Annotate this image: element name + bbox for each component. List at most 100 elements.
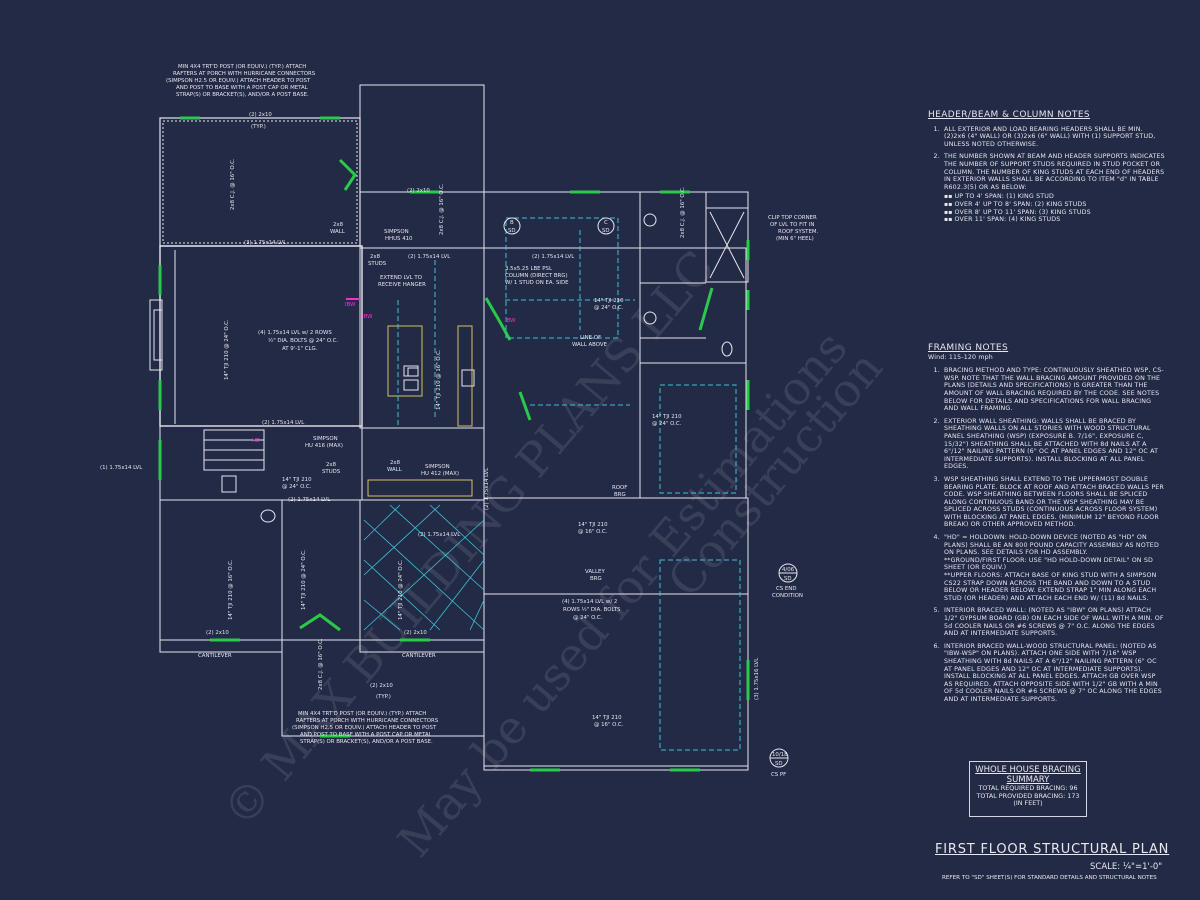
clip-note-3: ROOF SYSTEM.: [778, 229, 819, 235]
tji-vert-5: 14" TJI 210 @ 24" O.C.: [301, 549, 307, 610]
wall-2x8-a-2: WALL: [330, 229, 345, 235]
framing-notes-title: FRAMING NOTES: [928, 343, 1009, 353]
clip-note-2: OF LVL TO FIT IN: [770, 222, 814, 228]
porch-note-bottom: MIN 4X4 TRT'D POST (OR EQUIV.) (TYP.) AT…: [292, 711, 439, 745]
beam-2lvl-b: (2) 1.75x14 LVL: [532, 254, 574, 260]
tji-vert-1: 14" TJI 210 @ 24" O.C.: [224, 319, 230, 380]
king-stud-1: UP TO 4' SPAN: (1) KING STUD: [942, 193, 1166, 201]
marker-c-2: SD: [602, 228, 610, 234]
bracing-summary-title: WHOLE HOUSE BRACING SUMMARY: [975, 765, 1081, 785]
porch-note-top-5: STRAP(S) OR BRACKET(S), AND/OR A POST BA…: [176, 92, 309, 98]
bracing-required: TOTAL REQUIRED BRACING: 96: [978, 784, 1078, 792]
cj-1: 2x8 C.J. @ 16" O.C.: [230, 158, 236, 210]
beam-4lvl-a-2: ½" DIA. BOLTS @ 24" O.C.: [268, 337, 338, 344]
king-stud-2: OVER 4' UP TO 8' SPAN: (2) KING STUDS: [942, 201, 1166, 209]
sd-end-3: CS END: [776, 586, 797, 592]
tji-b-2: @ 24" O.C.: [652, 421, 682, 427]
sd-end-1: 4/06: [782, 567, 795, 573]
porch-note-top-1: MIN 4X4 TRT'D POST (OR EQUIV.) (TYP.) AT…: [178, 64, 306, 70]
sd-end-4: CONDITION: [772, 593, 803, 599]
beam-3lvl: (3) 1.75x14 LVL: [244, 240, 286, 246]
psl-3: W/ 1 STUD ON EA. SIDE: [505, 280, 569, 286]
cantilever-b: CANTILEVER: [402, 653, 436, 659]
beam-4lvl-b-3: @ 24" O.C.: [573, 615, 603, 621]
simpson-hu416-2: HU 416 (MAX): [305, 443, 343, 449]
roof-brg-1: ROOF: [612, 485, 627, 491]
clip-note-4: (MIN 6" HEEL): [776, 236, 814, 242]
line-wall-2: WALL ABOVE: [572, 342, 608, 348]
extend-lvl-2: RECEIVE HANGER: [378, 282, 426, 288]
typ-label-bottom: (TYP.): [376, 694, 391, 700]
tji-e-2: @ 24" O.C.: [282, 484, 312, 490]
bracing-units: (IN FEET): [1013, 799, 1043, 808]
simpson-hu412-1: SIMPSON: [425, 464, 450, 470]
header-2x10-c: (2) 2x10: [404, 630, 427, 636]
ibw-marks: IBW IBW HD IBW: [252, 298, 516, 444]
framing-note-6: INTERIOR BRACED WALL-WOOD STRUCTURAL PAN…: [942, 643, 1166, 704]
king-stud-3: OVER 8' UP TO 11' SPAN: (3) KING STUDS: [942, 209, 1166, 217]
walls: [149, 84, 749, 771]
cantilever-a: CANTILEVER: [198, 653, 232, 659]
header-2x10-b: (2) 2x10: [407, 188, 430, 194]
tji-vert-4: 14" TJI 210 @ 24" O.C.: [398, 559, 404, 620]
psl-2: COLUMN (DIRECT BRG): [505, 273, 568, 279]
roof-brg-2: BRG: [614, 492, 626, 498]
beam-2lvl-d: (2) 1.75x14 LVL: [288, 497, 330, 503]
tji-c-2: @ 16" O.C.: [578, 529, 608, 535]
porch-note-top: MIN 4X4 TRT'D POST (OR EQUIV.) (TYP.) AT…: [166, 64, 316, 98]
marker-c-1: C: [604, 220, 608, 226]
porch-note-bottom-5: STRAP(S) OR BRACKET(S), AND/OR A POST BA…: [300, 739, 433, 745]
marker-b-1: B: [510, 220, 514, 226]
beam-2lvl-vert: (2) 1.75x14 LVL: [484, 468, 490, 510]
studs-b-1: 2x8: [326, 462, 337, 468]
sd-pf-2: SD: [775, 761, 783, 767]
cj-3: 2x8 C.J. @ 16" O.C.: [680, 186, 686, 238]
valley-brg-2: BRG: [590, 576, 602, 582]
cross-bracing: [363, 504, 485, 631]
studs-a-2: STUDS: [368, 261, 387, 267]
simpson-hu416-1: SIMPSON: [313, 436, 338, 442]
wall-2x8-b-1: 2x8: [390, 460, 401, 466]
ibw-label-b: IBW: [505, 318, 516, 324]
beam-3lvl-right: (3) 1.75x16 LVL: [754, 658, 760, 700]
sd-pf-1: 10/18: [772, 752, 788, 758]
header-note-2: THE NUMBER SHOWN AT BEAM AND HEADER SUPP…: [942, 153, 1166, 223]
framing-note-4: "HD" = HOLDOWN: HOLD-DOWN DEVICE (NOTED …: [942, 534, 1166, 602]
wall-2x8-b-2: WALL: [387, 467, 402, 473]
framing-note-2: EXTERIOR WALL SHEATHING: WALLS SHALL BE …: [942, 418, 1166, 471]
framing-note-3: WSP SHEATHING SHALL EXTEND TO THE UPPERM…: [942, 476, 1166, 529]
extend-lvl-1: EXTEND LVL TO: [380, 275, 422, 281]
tji-a-1: 14" TJI 210: [594, 298, 624, 304]
plan-labels: MIN 4X4 TRT'D POST (OR EQUIV.) (TYP.) AT…: [100, 64, 819, 778]
section-marker-end: 4/06 SD CS END CONDITION: [772, 563, 803, 599]
psl-1: 3.5x5.25 LBE PSL: [505, 266, 552, 272]
porch-note-top-2: RAFTERS AT PORCH WITH HURRICANE CONNECTO…: [173, 71, 316, 77]
cabinets: [367, 325, 473, 497]
bracing-summary-box: WHOLE HOUSE BRACING SUMMARY TOTAL REQUIR…: [969, 761, 1087, 817]
beam-2lvl-c: (2) 1.75x14 LVL: [262, 420, 304, 426]
sd-pf-3: CS PF: [771, 772, 786, 778]
cj-4: 2x8 C.J. @ 16" O.C.: [318, 638, 324, 690]
header-2x10-d: (2) 2x10: [370, 683, 393, 689]
porch-note-bottom-3: (SIMPSON H2.5 OR EQUIV.) ATTACH HEADER T…: [292, 725, 437, 731]
marker-b-2: SD: [508, 228, 516, 234]
beam-2lvl-e: (2) 1.75x14 LVL: [418, 532, 460, 538]
framing-note-4-upper: **UPPER FLOORS: ATTACH BASE OF KING STUD…: [944, 572, 1157, 602]
header-2x10-a: (2) 2x10: [206, 630, 229, 636]
wall-2x8-a-1: 2x8: [333, 222, 344, 228]
ibw-label-c: IBW: [362, 314, 373, 320]
valley-brg-1: VALLEY: [585, 569, 605, 575]
tji-d-1: 14" TJI 210: [592, 715, 622, 721]
porch-note-top-3: (SIMPSON H2.5 OR EQUIV.) ATTACH HEADER T…: [166, 78, 311, 84]
framing-note-4-ground: **GROUND/FIRST FLOOR: USE "HD HOLD-DOWN …: [944, 556, 1153, 572]
framing-note-5: INTERIOR BRACED WALL: (NOTED AS "IBW" ON…: [942, 607, 1166, 637]
tji-c-1: 14" TJI 210: [578, 522, 608, 528]
framing-wind: Wind: 115-120 mph: [928, 353, 993, 361]
tji-d-2: @ 16" O.C.: [594, 722, 624, 728]
tji-e-1: 14" TJI 210: [282, 477, 312, 483]
ibw-label-a: IBW: [345, 302, 356, 308]
studs-a-1: 2x8: [370, 254, 381, 260]
beam-1lvl: (1) 1.75x14 LVL: [100, 465, 142, 471]
framing-note-1: BRACING METHOD AND TYPE: CONTINUOUSLY SH…: [942, 367, 1166, 413]
